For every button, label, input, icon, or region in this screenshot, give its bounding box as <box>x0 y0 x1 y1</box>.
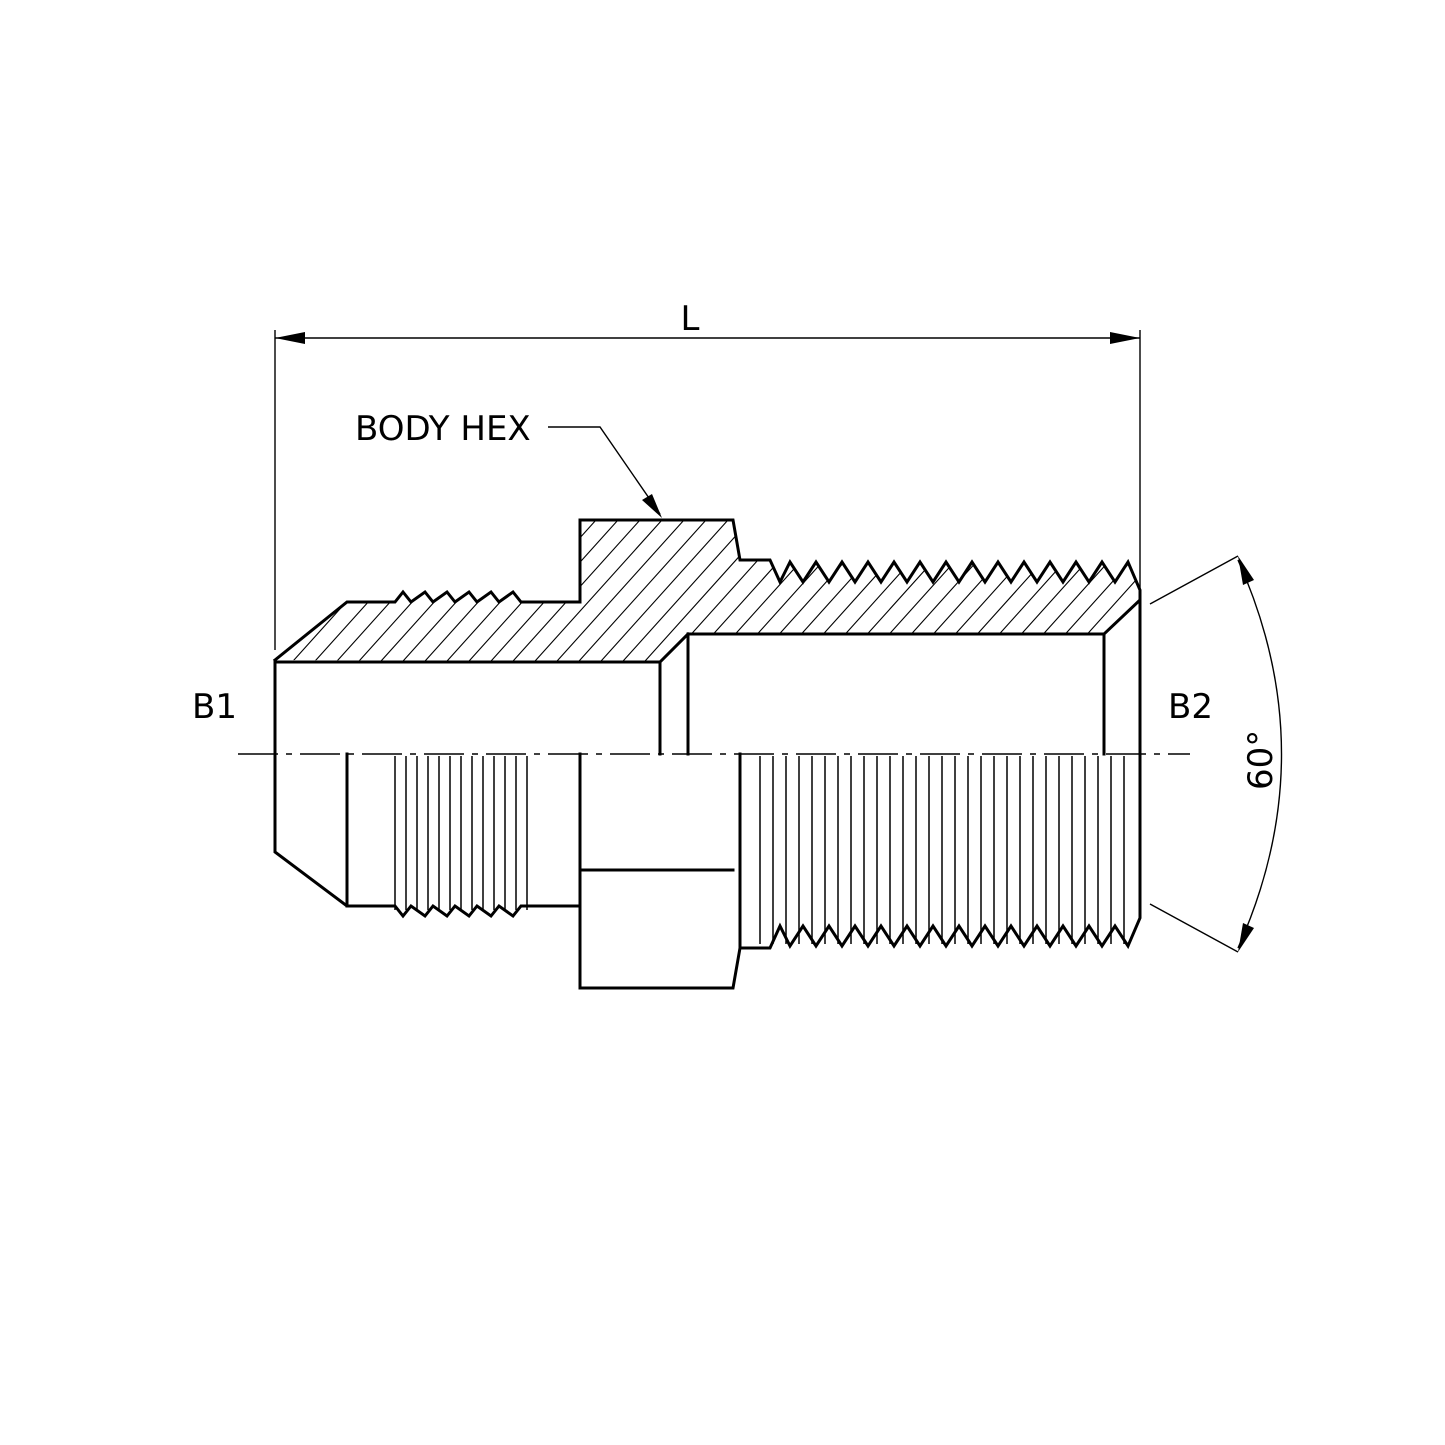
body-hex-label: BODY HEX <box>355 409 531 449</box>
thread-lines-large <box>759 756 1125 944</box>
angle-dimension <box>1149 555 1283 953</box>
hex-flat-edges <box>578 752 742 990</box>
angle-label: 60° <box>1241 730 1281 790</box>
body-hex-leader <box>548 426 662 518</box>
lower-exterior-outline <box>273 752 1142 990</box>
bore-outline <box>273 598 1142 756</box>
upper-section-outline <box>272 518 1142 663</box>
end-1-label: B1 <box>192 687 237 727</box>
length-dimension <box>274 330 1141 650</box>
end-2-label: B2 <box>1168 687 1213 727</box>
thread-lines-small <box>394 756 528 910</box>
section-hatching <box>275 520 1140 662</box>
length-label: L <box>681 299 700 339</box>
